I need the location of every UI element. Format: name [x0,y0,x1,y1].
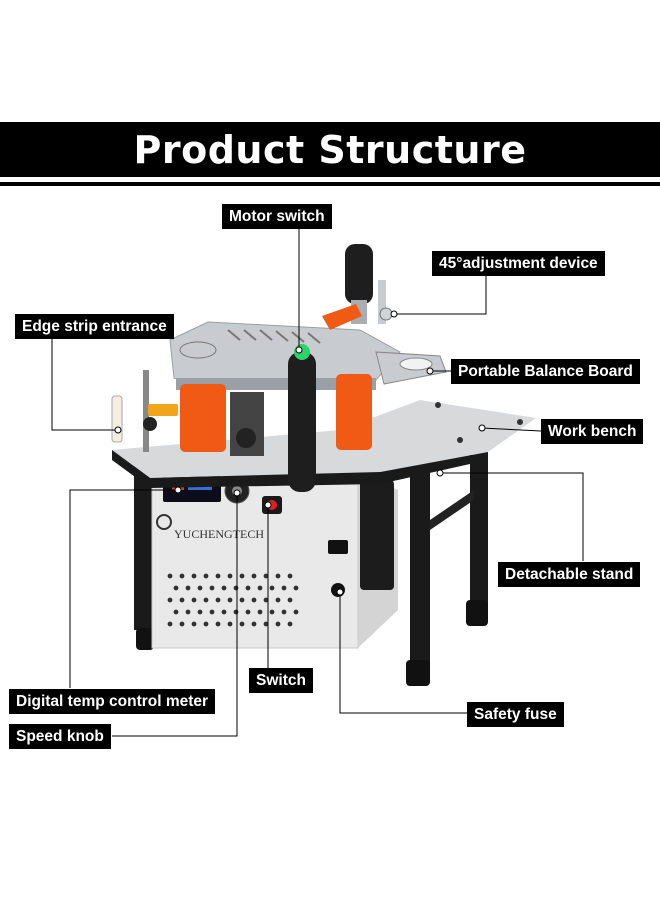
cover-slots [227,329,321,344]
bench-hole [435,402,441,408]
bench-hole [517,419,523,425]
callout-safety-fuse: Safety fuse [467,702,564,727]
callout-detachable-stand: Detachable stand [498,562,641,587]
callout-speed-knob: Speed knob [9,724,111,749]
header-banner: Product Structure [0,122,660,177]
callout-motor-switch: Motor switch [222,204,332,229]
right-front-leg [410,470,430,670]
ventilation-holes [167,573,299,627]
callout-edge-strip-entrance: Edge strip entrance [15,314,174,339]
vent-grille [179,341,217,359]
callout-work-bench: Work bench [541,419,644,444]
brand-logo-icon [156,514,172,530]
left-front-foot [136,628,154,650]
motor [360,480,394,590]
callout-balance-board: Portable Balance Board [451,359,640,384]
top-handle[interactable] [345,244,373,304]
balance-board-cup [399,357,433,371]
left-orange-roller [180,384,226,452]
work-bench-edge [112,450,488,488]
pressure-knob[interactable] [236,428,256,448]
callout-temp-meter: Digital temp control meter [9,689,216,714]
stand-brace [430,490,474,530]
edge-strip-guide [111,395,123,443]
motor-cable-plug [328,540,348,554]
cover-base [176,378,376,390]
motor-switch-handle[interactable] [288,352,316,492]
edge-strip-knob[interactable] [143,417,157,431]
callout-switch: Switch [249,668,313,693]
adjustment-rod [378,280,386,324]
right-orange-roller [336,374,372,450]
edge-strip-post [143,370,149,452]
work-bench-surface [112,400,536,478]
edge-strip-clip [148,404,178,416]
bench-hole [457,437,463,443]
header-divider [0,182,660,186]
callout-adjustment-device: 45°adjustment device [432,251,605,276]
brand-name: YUCHENGTECH [174,527,264,541]
right-rear-leg [470,455,488,615]
page-title: Product Structure [133,127,527,172]
adjustment-knob[interactable] [379,307,393,321]
machine-housing [151,469,359,649]
left-front-leg [134,460,154,630]
orange-clamp [322,304,362,330]
callout-leaders [51,228,584,737]
right-rear-foot [466,600,488,626]
right-front-foot [406,660,430,686]
callout-anchors [114,310,486,596]
